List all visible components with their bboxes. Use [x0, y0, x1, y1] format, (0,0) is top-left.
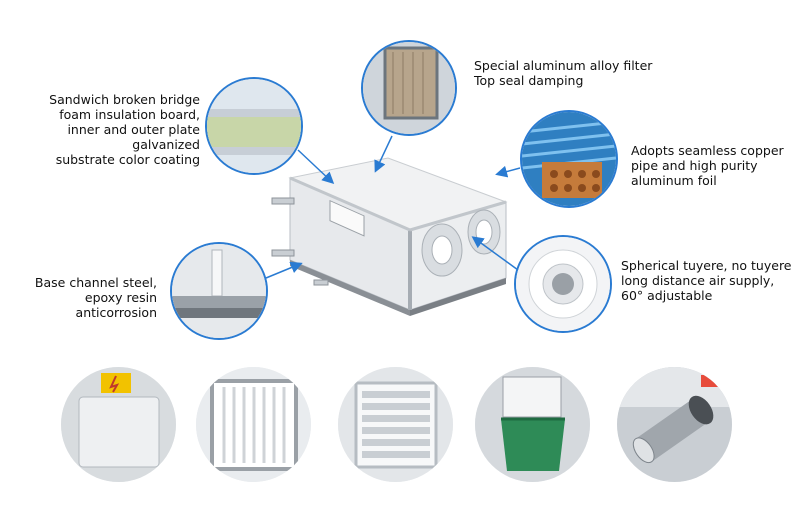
insulation-detail-circle: [205, 77, 303, 175]
callout-label-insulation: Sandwich broken bridge foam insulation b…: [49, 92, 200, 167]
copper-coil-detail-circle: [520, 110, 618, 208]
callout-label-base: Base channel steel, epoxy resin anticorr…: [34, 275, 157, 320]
tuyere-detail-circle: [514, 235, 612, 333]
callout-label-filter: Special aluminum alloy filter Top seal d…: [474, 58, 653, 88]
duct-connector-icon: [617, 367, 732, 482]
filter-detail-circle: [361, 40, 457, 136]
panel-filter-icon: [196, 367, 311, 482]
louver-grille-icon: [338, 367, 453, 482]
base-channel-detail-circle: [170, 242, 268, 340]
electrical-box-icon: [61, 367, 176, 482]
bag-filter-icon: [475, 367, 590, 482]
callout-label-copper: Adopts seamless copper pipe and high pur…: [631, 143, 784, 188]
air-handling-unit: [271, 157, 508, 316]
callout-label-tuyere: Spherical tuyere, no tuyere long distanc…: [621, 258, 792, 303]
